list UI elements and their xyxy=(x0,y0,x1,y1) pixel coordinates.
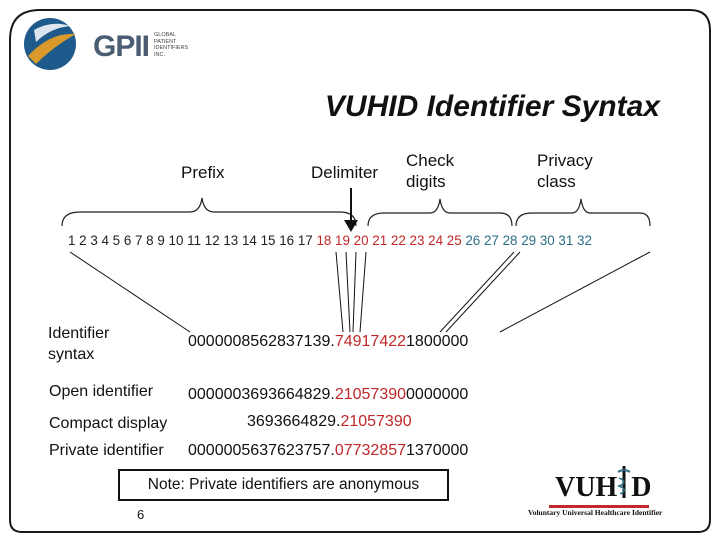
positions-prefix: 1 2 3 4 5 6 7 8 9 10 11 12 13 14 15 16 1… xyxy=(68,233,313,248)
delimiter-header: Delimiter xyxy=(311,163,379,182)
prefix-brace xyxy=(61,197,357,227)
privacy-class-line: Privacy xyxy=(537,151,593,170)
compact-display-label: Compact display xyxy=(49,415,168,432)
private-identifier-value: 0000005637623757.077328571370000 xyxy=(188,442,468,460)
position-numbers: 1 2 3 4 5 6 7 8 9 10 11 12 13 14 15 16 1… xyxy=(68,233,592,248)
check-brace xyxy=(367,198,513,227)
open-identifier-value: 0000003693664829.210573900000000 xyxy=(188,386,468,404)
vuhid-mark-text-end: D xyxy=(631,472,652,503)
positions-check: 18 19 20 21 22 23 24 25 xyxy=(312,233,462,248)
gpii-tagline: GLOBAL PATIENT IDENTIFIERS INC. xyxy=(154,32,188,58)
privacy-class-header: Privacy class xyxy=(537,150,593,192)
privacy-brace xyxy=(515,198,651,227)
value-check: 74917422 xyxy=(334,333,407,350)
connector-lines xyxy=(69,251,651,333)
vuhid-underline xyxy=(549,505,649,508)
value-privacy: 1370000 xyxy=(406,442,469,459)
slide-border xyxy=(9,9,711,533)
gpii-globe-icon xyxy=(24,18,76,70)
vuhid-mark-text: VUH xyxy=(555,472,618,503)
gpii-tagline-line: GLOBAL xyxy=(154,32,177,38)
prefix-header: Prefix xyxy=(181,163,225,182)
gpii-logo: GPII GLOBAL PATIENT IDENTIFIERS INC. xyxy=(14,12,188,74)
slide-title: VUHID Identifier Syntax xyxy=(324,90,660,123)
gpii-wordmark: GPII xyxy=(93,30,150,63)
delimiter-arrow-head xyxy=(344,220,358,232)
vuhid-mark: VUH D xyxy=(555,466,652,504)
label-line: syntax xyxy=(48,346,95,363)
privacy-class-line: class xyxy=(537,172,576,191)
gpii-tagline-line: INC. xyxy=(154,51,165,58)
check-digits-line: Check xyxy=(406,151,455,170)
value-base: 0000003693664829. xyxy=(188,386,335,403)
vuhid-caduceus-icon xyxy=(617,466,631,504)
private-identifier-label: Private identifier xyxy=(49,442,164,459)
value-base: 0000008562837139. xyxy=(188,333,335,350)
value-check: 07732857 xyxy=(334,442,407,459)
value-privacy: 0000000 xyxy=(406,386,469,403)
compact-display-value: 3693664829.21057390 xyxy=(247,413,412,431)
label-line: Identifier xyxy=(48,325,110,342)
vuhid-logo: VUH D Voluntary Universal Healthcare Ide… xyxy=(525,446,710,520)
identifier-syntax-label: Identifier syntax xyxy=(48,323,109,365)
check-digits-line: digits xyxy=(406,172,446,191)
anonymity-note: Note: Private identifiers are anonymous xyxy=(118,469,449,501)
value-base: 0000005637623757. xyxy=(188,442,335,459)
positions-privacy: 26 27 28 29 30 31 32 xyxy=(461,233,592,248)
value-privacy: 1800000 xyxy=(406,333,469,350)
gpii-tagline-line: IDENTIFIERS xyxy=(154,45,189,51)
value-check: 21057390 xyxy=(334,386,407,403)
value-check: 21057390 xyxy=(340,413,412,430)
value-base: 3693664829. xyxy=(247,413,341,430)
vuhid-caption: Voluntary Universal Healthcare Identifie… xyxy=(528,508,663,517)
identifier-syntax-value: 0000008562837139.749174221800000 xyxy=(188,333,468,351)
check-digits-header: Check digits xyxy=(406,150,454,192)
gpii-tagline-line: PATIENT xyxy=(154,38,177,45)
page-number: 6 xyxy=(137,507,145,522)
open-identifier-label: Open identifier xyxy=(49,383,154,400)
